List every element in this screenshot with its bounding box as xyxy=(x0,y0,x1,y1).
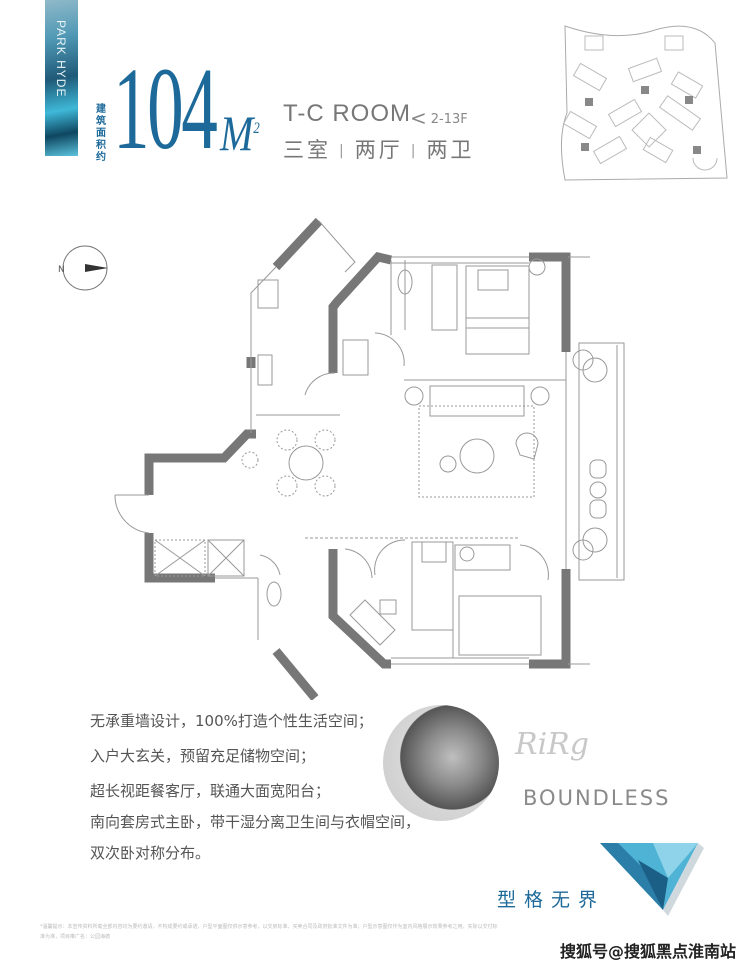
furniture xyxy=(241,258,608,656)
feature-line: 入户大玄关，预留充足储物空间； xyxy=(90,747,316,765)
master-bed xyxy=(465,265,530,355)
separator: | xyxy=(339,143,347,159)
toilet xyxy=(266,581,282,607)
area-value: 104 xyxy=(113,43,218,174)
compass: N xyxy=(58,245,108,291)
disclaimer: *温馨提示：本宣传资料所载全部内容均为要约邀请，不构成要约或承诺，户型平面图仅供… xyxy=(40,924,498,940)
dining-table xyxy=(288,445,324,481)
toilet xyxy=(397,269,413,295)
brand-strip: PARK HYDE xyxy=(45,0,78,156)
brand-strip-text: PARK HYDE xyxy=(54,20,68,98)
tagline-cn: 型格无界 xyxy=(497,889,606,911)
interior-lines xyxy=(114,220,625,665)
watermark: 搜狐号@搜狐黑点淮南站 xyxy=(560,942,737,961)
area-unit-text: M xyxy=(220,105,254,161)
tagline-en: BOUNDLESS xyxy=(523,786,671,810)
area-unit-sup: 2 xyxy=(253,120,260,137)
floor-plan: N xyxy=(58,217,625,700)
living-rug xyxy=(418,405,535,498)
feature-line: 超长视距餐客厅，联通大面宽阳台； xyxy=(90,782,331,800)
floor-range-text: 2-13F xyxy=(430,112,468,127)
feature-line: 南向套房式主卧，带干湿分离卫生间与衣帽空间， xyxy=(90,813,421,831)
separator: | xyxy=(410,143,419,159)
room-type: T-C ROOM xyxy=(283,100,411,127)
compass-label: N xyxy=(58,265,65,275)
bed xyxy=(458,595,542,656)
signature: RiRg xyxy=(515,727,589,762)
site-plan-map xyxy=(560,25,728,181)
structural-walls xyxy=(144,217,571,700)
arrow-icon: < xyxy=(410,106,427,130)
architect-portrait xyxy=(383,705,499,821)
bed xyxy=(411,541,454,631)
floor-range: <2-13F xyxy=(410,106,468,130)
area-unit: M2 xyxy=(220,108,260,158)
coffee-table xyxy=(459,438,495,474)
feature-line: 无承重墙设计，100%打造个性生活空间； xyxy=(90,712,373,730)
sofa xyxy=(429,385,525,417)
feature-description: 无承重墙设计，100%打造个性生活空间； 入户大玄关，预留充足储物空间； 超长视… xyxy=(90,712,420,879)
diamond-logo xyxy=(600,843,704,916)
layout-living: 两厅 xyxy=(354,138,403,162)
layout-bedrooms: 三室 xyxy=(283,138,331,162)
feature-line: 双次卧对称分布。 xyxy=(90,844,211,862)
room-layout: 三室 | 两厅 | 两卫 xyxy=(283,134,474,164)
layout-bathrooms: 两卫 xyxy=(426,138,475,162)
area-label: 建筑面积约 xyxy=(96,104,106,163)
